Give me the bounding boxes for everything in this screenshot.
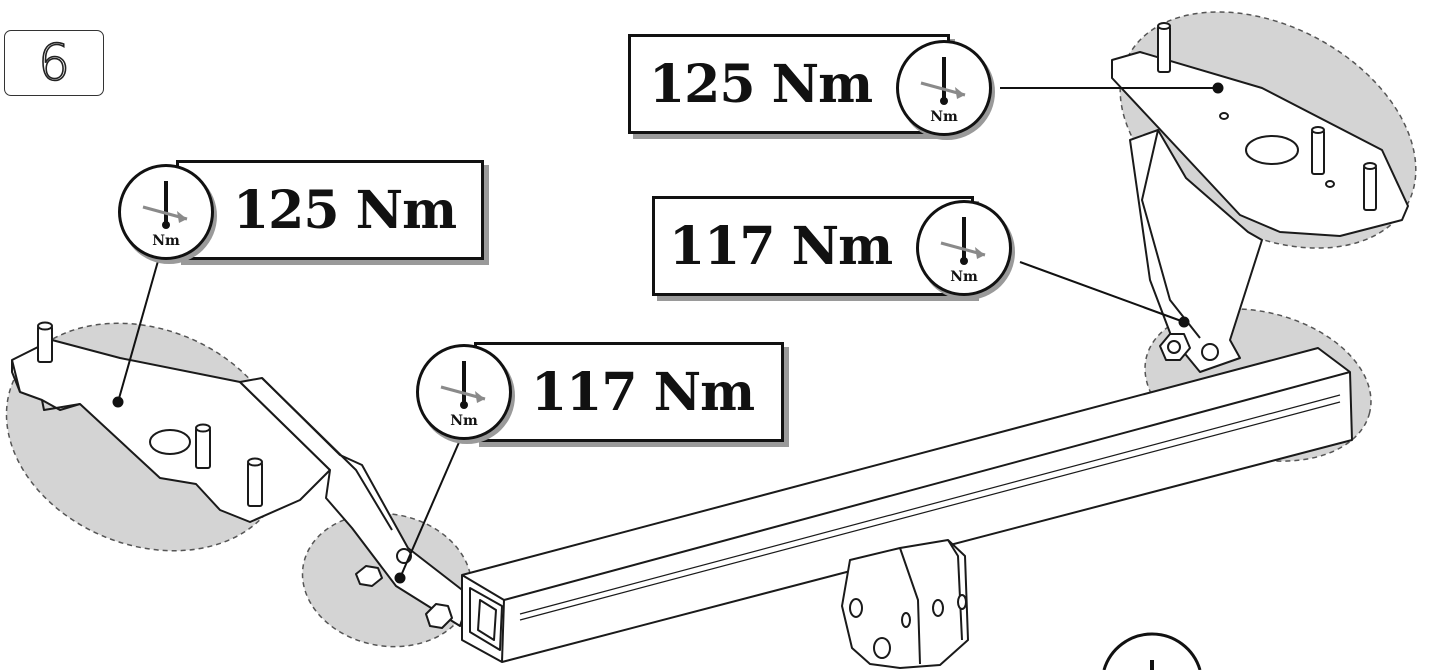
torque-value: 125 Nm	[233, 180, 457, 241]
torque-wrench-icon: Nm	[416, 344, 512, 440]
left-studs	[37, 321, 263, 507]
torque-wrench-icon: Nm	[118, 164, 214, 260]
step-number: 6	[37, 33, 70, 93]
nm-badge: Nm	[950, 269, 978, 285]
torque-label-left: 125 Nm	[176, 160, 484, 260]
torque-value: 125 Nm	[649, 54, 873, 115]
nm-badge: Nm	[450, 413, 478, 429]
right-studs	[1157, 22, 1377, 211]
hitch-plate	[841, 539, 969, 669]
right-bracket-arm	[1129, 129, 1263, 373]
torque-label-middle-left: 117 Nm	[474, 342, 784, 442]
leader-lines	[112, 82, 1224, 584]
torque-value: 117 Nm	[669, 216, 893, 277]
cross-tube	[461, 347, 1353, 663]
step-number-box: 6	[4, 30, 104, 96]
bolts	[355, 333, 1219, 629]
partial-torque-icon	[1102, 632, 1202, 670]
nm-badge: Nm	[930, 109, 958, 125]
torque-wrench-icon: Nm	[896, 40, 992, 136]
torque-wrench-icon: Nm	[916, 200, 1012, 296]
nm-badge: Nm	[152, 233, 180, 249]
torque-value: 117 Nm	[531, 362, 755, 423]
